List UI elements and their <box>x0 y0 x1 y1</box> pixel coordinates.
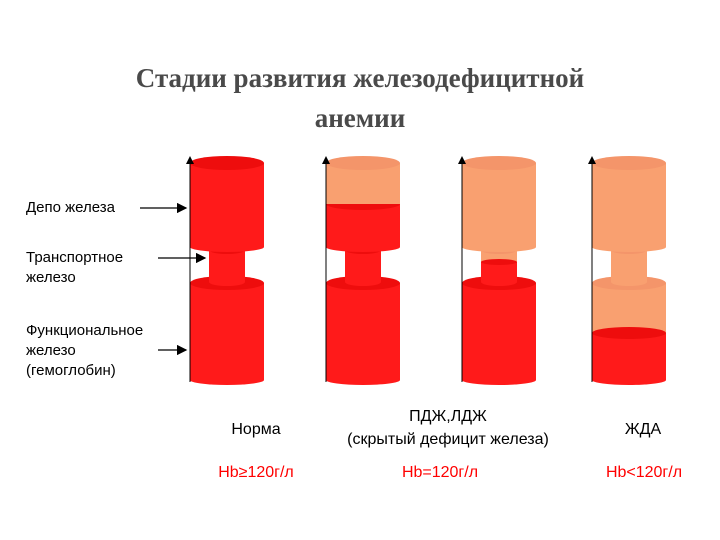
label-functional-line-3: (гемоглобин) <box>26 362 116 379</box>
stage-name-zhda: ЖДА <box>624 421 662 438</box>
cylinder-pdzh <box>326 156 400 385</box>
stage-name-pdzh-subtitle: (скрытый дефицит железа) <box>347 431 549 448</box>
title-line-1: Стадии развития железодефицитной <box>135 63 585 93</box>
cylinder-zhda <box>592 156 666 385</box>
cylinder-norma <box>190 156 264 385</box>
hb-pdzh: Hb=120г/л <box>401 464 479 481</box>
hb-zhda: Hb<120г/л <box>605 464 683 481</box>
cylinder-ldzh <box>462 156 536 385</box>
label-arrows <box>140 202 207 356</box>
label-functional-line-1: Функциональное <box>26 322 144 339</box>
stage-name-pdzh-title: ПДЖ,ЛДЖ <box>409 408 487 425</box>
hb-norma: Hb≥120г/л <box>218 464 294 481</box>
label-transport-line-2: железо <box>26 269 76 286</box>
label-transport: Транспортное железо <box>26 248 123 288</box>
label-depot: Депо железа <box>26 199 115 216</box>
stage-name-pdzh: ПДЖ,ЛДЖ (скрытый дефицит железа) <box>318 408 578 449</box>
label-functional: Функциональное железо (гемоглобин) <box>26 321 143 381</box>
page-title: Стадии развития железодефицитной анемии <box>60 58 660 138</box>
label-transport-line-1: Транспортное <box>26 249 124 266</box>
stage-name-norma: Норма <box>231 421 281 438</box>
vertical-arrows <box>186 156 596 382</box>
label-functional-line-2: железо <box>26 342 76 359</box>
title-line-2: анемии <box>314 103 406 133</box>
